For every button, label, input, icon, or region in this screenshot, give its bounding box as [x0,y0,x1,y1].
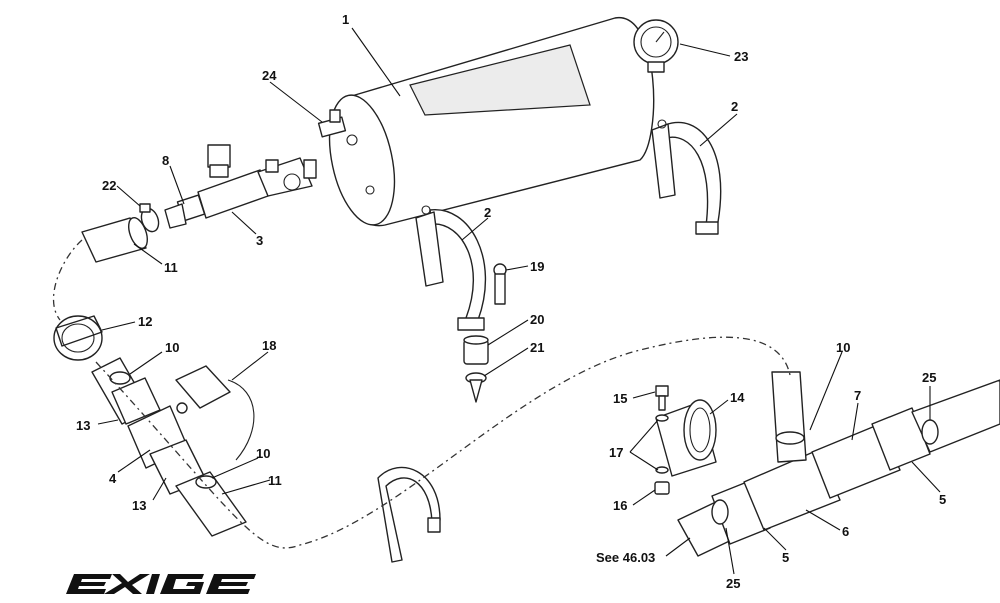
cover-plate-18 [175,365,255,461]
mounting-strap-middle [415,205,487,331]
drain-valve [317,109,347,138]
callout-7: 7 [854,388,861,403]
callout-2-middle: 2 [484,205,491,220]
callout-23: 23 [734,49,748,64]
callout-3: 3 [256,233,263,248]
hose-clip-22 [139,203,160,233]
pressure-gauge [633,19,679,73]
bolt-15 [655,385,669,411]
callout-21: 21 [530,340,544,355]
callout-19: 19 [530,259,544,274]
callout-11-lower: 11 [268,473,282,488]
air-tank [328,17,655,227]
callout-12: 12 [138,314,152,329]
callout-5-right: 5 [939,492,946,507]
callout-1: 1 [342,12,349,27]
callout-4: 4 [109,471,117,486]
leader-lines [97,27,941,575]
valve-assembly [164,144,317,229]
hose-upper [81,217,148,263]
callout-14: 14 [730,390,745,405]
callout-13-upper: 13 [76,418,90,433]
callout-20: 20 [530,312,544,327]
callout-25-right: 25 [922,370,936,385]
callout-10-right: 10 [836,340,850,355]
callout-6: 6 [842,524,849,539]
callout-22: 22 [102,178,116,193]
cap-fitting-14 [655,399,717,477]
callout-10-middle: 10 [256,446,270,461]
hose-route-dashed [52,239,791,549]
callout-15: 15 [613,391,627,406]
callout-11-upper: 11 [164,260,178,275]
strap-bolt [493,263,507,305]
callout-10-left: 10 [165,340,179,355]
reference-note: See 46.03 [596,550,655,565]
push-clip [465,372,487,403]
mounting-strap-right [651,119,722,235]
callout-25-bottom: 25 [726,576,740,591]
callout-labels: 1 2 2 3 4 5 5 6 7 8 10 10 10 11 11 12 13… [76,12,946,591]
hose-cap-12 [53,315,103,361]
callout-2-right: 2 [731,99,738,114]
cable-tie [377,466,441,563]
nut-16 [654,481,670,495]
callout-16: 16 [613,498,627,513]
rubber-spacer [463,335,489,365]
exige-logo [66,574,256,594]
callout-13-lower: 13 [132,498,146,513]
right-fitting-assembly [677,371,1000,557]
callout-24: 24 [262,68,277,83]
callout-5-bottom: 5 [782,550,789,565]
callout-8: 8 [162,153,169,168]
washers-17 [655,414,669,474]
callout-17: 17 [609,445,623,460]
callout-18: 18 [262,338,276,353]
